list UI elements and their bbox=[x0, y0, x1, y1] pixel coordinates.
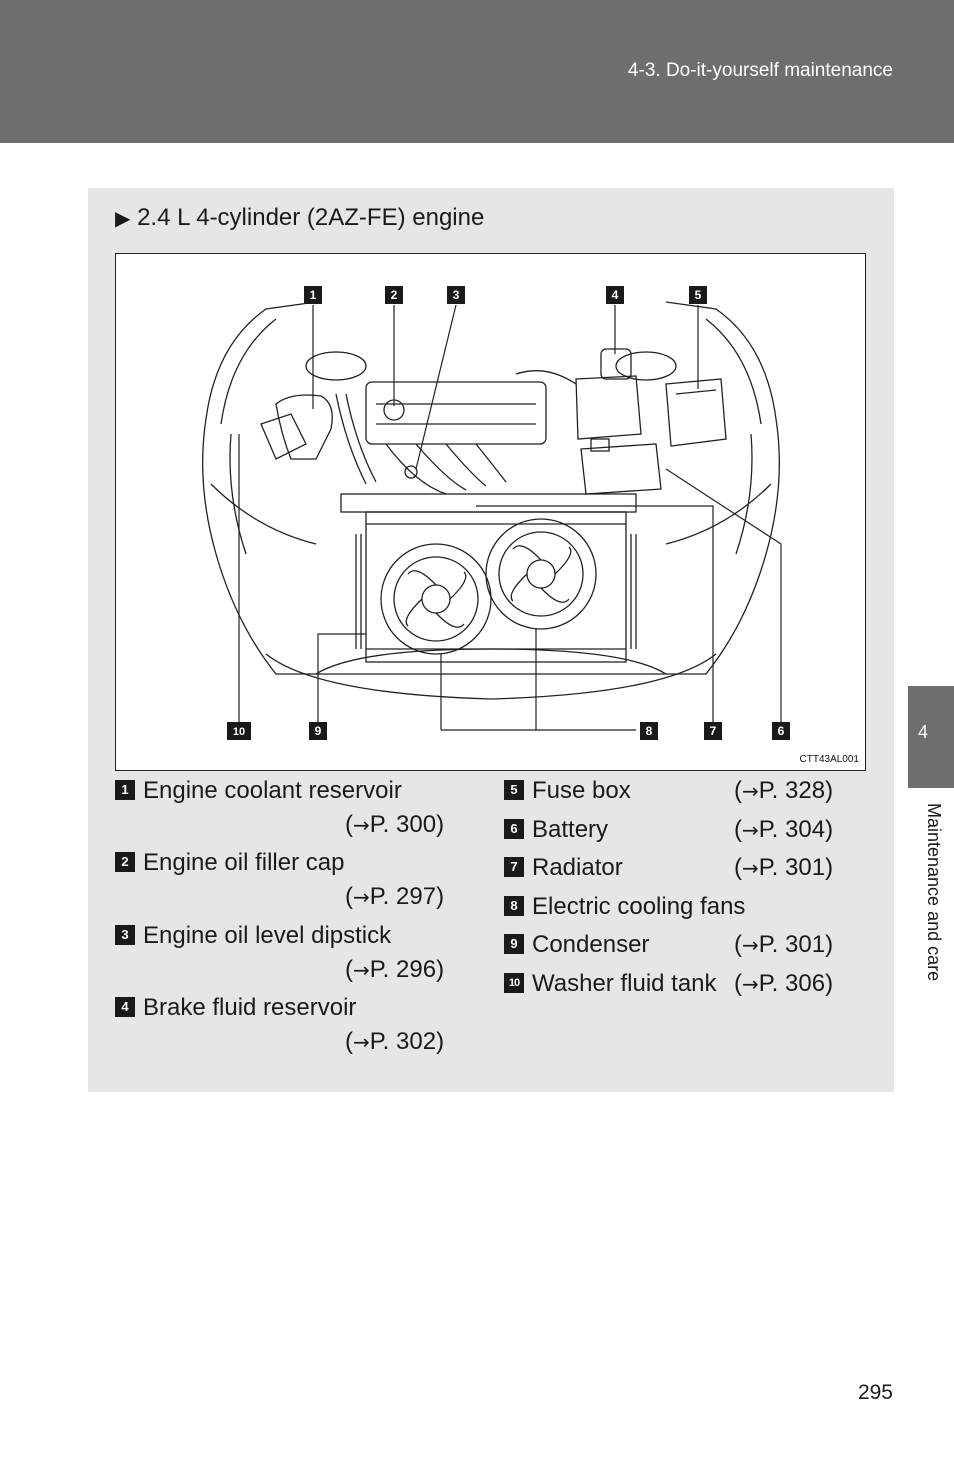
legend-label-8: Electric cooling fans bbox=[532, 893, 746, 920]
arrow-icon: → bbox=[742, 972, 759, 996]
arrow-icon: → bbox=[742, 818, 759, 842]
callout-10-label: 10 bbox=[233, 726, 245, 738]
legend-badge-6: 6 bbox=[504, 818, 524, 839]
legend-badge-4: 4 bbox=[115, 996, 135, 1017]
legend-item-5: 5 Fuse box bbox=[504, 777, 631, 805]
legend-badge-8: 8 bbox=[504, 895, 524, 916]
chapter-tab-label: Maintenance and care bbox=[924, 803, 944, 982]
legend-label-2: Engine oil filler cap bbox=[143, 849, 345, 876]
legend-badge-3: 3 bbox=[115, 924, 135, 945]
legend-item-10: 10 Washer fluid tank bbox=[504, 970, 717, 998]
callout-2-label: 2 bbox=[391, 288, 398, 302]
engine-compartment-figure: 1 2 3 4 5 6 7 bbox=[115, 253, 866, 771]
legend-ref-4: (→P. 302) bbox=[345, 1028, 445, 1055]
legend-ref-2: (→P. 297) bbox=[345, 883, 445, 910]
callout-2: 2 bbox=[385, 286, 403, 304]
legend-badge-10: 10 bbox=[504, 972, 524, 993]
callout-6: 6 bbox=[772, 722, 790, 740]
triangle-bullet-icon: ▶ bbox=[115, 206, 131, 230]
callout-6-label: 6 bbox=[778, 724, 785, 738]
arrow-icon: → bbox=[742, 779, 759, 803]
callout-5-label: 5 bbox=[695, 288, 702, 302]
callout-9-label: 9 bbox=[315, 724, 322, 738]
legend-label-7: Radiator bbox=[532, 854, 623, 881]
section-heading: ▶ 2.4 L 4-cylinder (2AZ-FE) engine bbox=[115, 204, 484, 232]
legend-badge-2: 2 bbox=[115, 851, 135, 872]
arrow-icon: → bbox=[353, 813, 370, 837]
legend-ref-10: (→P. 306) bbox=[734, 970, 834, 997]
legend-label-1: Engine coolant reservoir bbox=[143, 777, 402, 804]
legend-ref-9: (→P. 301) bbox=[734, 931, 834, 958]
legend-label-5: Fuse box bbox=[532, 777, 631, 804]
arrow-icon: → bbox=[742, 933, 759, 957]
arrow-icon: → bbox=[353, 1030, 370, 1054]
arrow-icon: → bbox=[353, 958, 370, 982]
callout-1-label: 1 bbox=[310, 288, 317, 302]
legend-label-6: Battery bbox=[532, 816, 609, 843]
legend-item-1: 1 Engine coolant reservoir bbox=[115, 777, 402, 805]
legend-item-8: 8 Electric cooling fans bbox=[504, 893, 745, 921]
callout-1: 1 bbox=[304, 286, 322, 304]
legend-label-3: Engine oil level dipstick bbox=[143, 922, 392, 949]
legend-ref-6: (→P. 304) bbox=[734, 816, 834, 843]
chapter-tab[interactable]: 4 bbox=[908, 686, 954, 788]
legend-item-9: 9 Condenser bbox=[504, 931, 649, 959]
callout-8: 8 bbox=[640, 722, 658, 740]
callout-3-label: 3 bbox=[453, 288, 460, 302]
legend-item-7: 7 Radiator bbox=[504, 854, 623, 882]
legend-label-4: Brake fluid reservoir bbox=[143, 994, 357, 1021]
callout-9: 9 bbox=[309, 722, 327, 740]
arrow-icon: → bbox=[353, 885, 370, 909]
callout-7-label: 7 bbox=[710, 724, 717, 738]
arrow-icon: → bbox=[742, 856, 759, 880]
callout-7: 7 bbox=[704, 722, 722, 740]
legend-ref-1: (→P. 300) bbox=[345, 811, 445, 838]
chapter-title: 4-3. Do-it-yourself maintenance bbox=[627, 60, 893, 81]
page-header: 4-3. Do-it-yourself maintenance bbox=[0, 0, 954, 143]
figure-code: CTT43AL001 bbox=[799, 754, 859, 765]
callout-4-label: 4 bbox=[612, 288, 619, 302]
legend-item-2: 2 Engine oil filler cap bbox=[115, 849, 344, 877]
callout-3: 3 bbox=[447, 286, 465, 304]
legend-label-9: Condenser bbox=[532, 931, 650, 958]
callout-5: 5 bbox=[689, 286, 707, 304]
legend-item-4: 4 Brake fluid reservoir bbox=[115, 994, 356, 1022]
legend-ref-3: (→P. 296) bbox=[345, 956, 445, 983]
legend-item-6: 6 Battery bbox=[504, 816, 608, 844]
section-title-text: 2.4 L 4-cylinder (2AZ-FE) engine bbox=[137, 204, 485, 231]
chapter-tab-number: 4 bbox=[917, 722, 928, 742]
legend-badge-9: 9 bbox=[504, 933, 524, 954]
legend-badge-1: 1 bbox=[115, 779, 135, 800]
legend-badge-5: 5 bbox=[504, 779, 524, 800]
legend-ref-7: (→P. 301) bbox=[734, 854, 834, 881]
callout-8-label: 8 bbox=[646, 724, 653, 738]
legend-item-3: 3 Engine oil level dipstick bbox=[115, 922, 391, 950]
legend-ref-5: (→P. 328) bbox=[734, 777, 834, 804]
engine-illustration: 1 2 3 4 5 6 7 bbox=[202, 286, 790, 740]
callout-4: 4 bbox=[606, 286, 624, 304]
legend-label-10: Washer fluid tank bbox=[532, 970, 717, 997]
callout-10: 10 bbox=[227, 722, 251, 740]
legend-badge-7: 7 bbox=[504, 856, 524, 877]
page-number: 295 bbox=[857, 1381, 893, 1404]
